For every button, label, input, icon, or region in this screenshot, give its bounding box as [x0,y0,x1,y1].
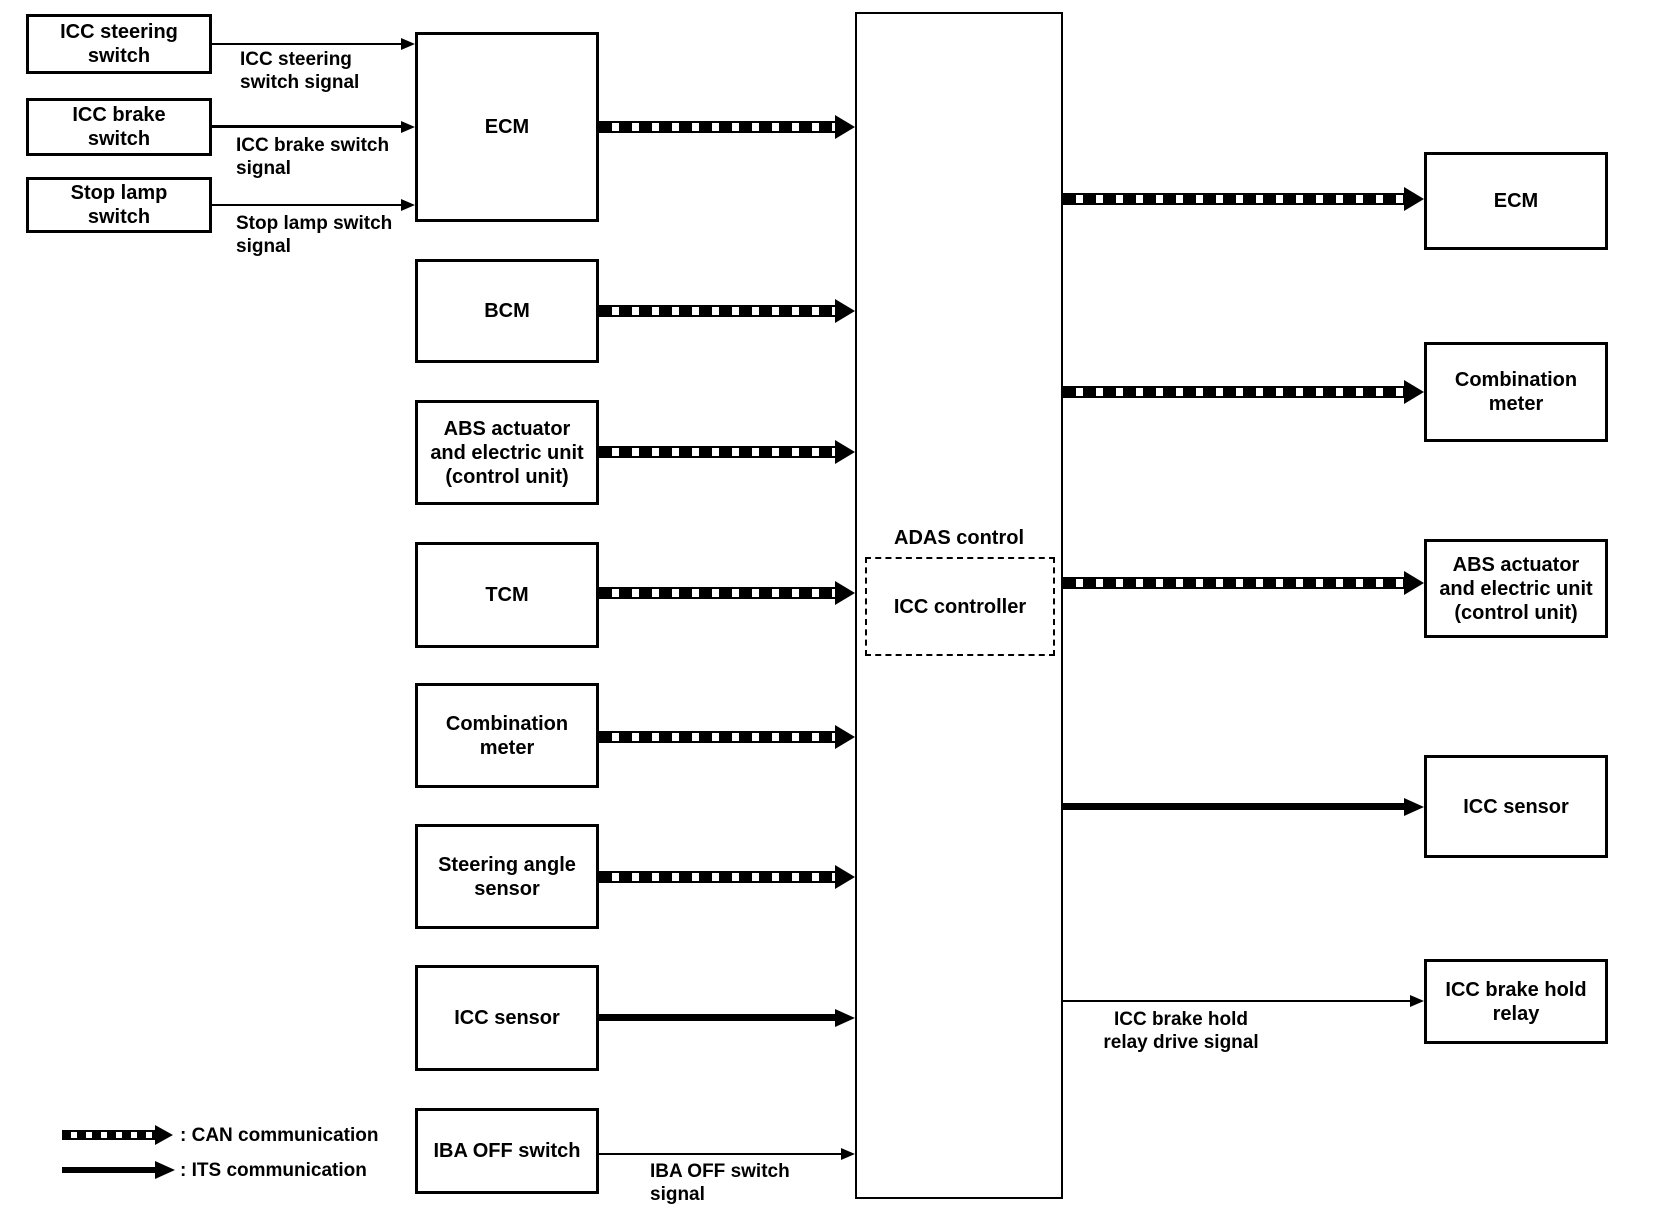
can-arrow-tcm-to-adas-line [599,587,835,599]
label-icc-brake-switch-signal: ICC brake switch signal [236,135,390,179]
box-iba-off-switch: IBA OFF switch [415,1108,599,1194]
legend-can-arrow-head [155,1125,173,1145]
can-arrow-steering-angle-sensor-to-adas-head [835,865,855,889]
can-arrow-adas-to-ecm-line [1063,193,1404,205]
box-icc-brake-hold-relay: ICC brake hold relay [1424,959,1608,1044]
its-arrow-adas-to-icc-sensor-line [1063,803,1404,810]
box-steering-angle-sensor-label: Steering angle sensor [438,853,576,900]
can-arrow-combination-meter-to-adas-line [599,731,835,743]
can-arrow-ecm-to-adas-head [835,115,855,139]
thin-arrow-stop-lamp-switch-line [212,204,403,206]
legend-can-label: : CAN communication [180,1125,379,1146]
can-arrow-abs-to-adas-line [599,446,835,458]
box-abs-actuator-left: ABS actuator and electric unit (control … [415,400,599,505]
box-bcm-label: BCM [484,300,530,322]
box-bcm: BCM [415,259,599,363]
box-icc-sensor-right-label: ICC sensor [1463,795,1569,818]
box-steering-angle-sensor: Steering angle sensor [415,824,599,929]
box-icc-controller-label: ICC controller [893,595,1027,618]
box-tcm-label: TCM [485,584,529,606]
thin-arrow-iba-off-switch-head [841,1148,855,1160]
can-arrow-adas-to-abs-line [1063,577,1404,589]
can-arrow-combination-meter-to-adas-head [835,725,855,749]
box-icc-controller: ICC controller [865,557,1055,656]
can-arrow-tcm-to-adas-head [835,581,855,605]
label-stop-lamp-switch-signal: Stop lamp switch signal [236,213,393,257]
label-iba-off-switch-signal: IBA OFF switch signal [650,1161,790,1205]
can-arrow-adas-to-ecm-head [1404,187,1424,211]
box-combination-meter-right-label: Combination meter [1454,369,1578,415]
box-ecm-right-label: ECM [1493,190,1539,212]
legend-can-arrow-line [62,1130,155,1140]
thin-arrow-icc-steering-switch-line [212,43,403,45]
box-combination-meter-right: Combination meter [1424,342,1608,442]
can-arrow-ecm-to-adas-line [599,121,835,133]
legend-its-arrow-line [62,1167,155,1173]
can-arrow-steering-angle-sensor-to-adas-line [599,871,835,883]
label-icc-brake-hold-relay-drive-signal: ICC brake hold relay drive signal [1103,1009,1259,1053]
legend-its-label: : ITS communication [180,1160,367,1181]
box-icc-brake-switch: ICC brake switch [26,98,212,156]
box-ecm-left: ECM [415,32,599,222]
thin-arrow-icc-brake-switch-head [401,121,415,133]
thin-arrow-icc-steering-switch-head [401,38,415,50]
box-combination-meter-left-label: Combination meter [445,712,569,759]
can-arrow-bcm-to-adas-head [835,299,855,323]
its-arrow-icc-sensor-to-adas-line [599,1014,835,1021]
its-arrow-icc-sensor-to-adas-head [835,1009,855,1027]
label-adas-control: ADAS control [894,527,1024,549]
thin-arrow-icc-brake-switch-line [212,125,403,128]
box-ecm-left-label: ECM [484,116,530,138]
can-arrow-adas-to-combination-meter-line [1063,386,1404,398]
box-iba-off-switch-label: IBA OFF switch [433,1140,581,1162]
can-arrow-adas-to-combination-meter-head [1404,380,1424,404]
thin-arrow-stop-lamp-switch-head [401,199,415,211]
box-icc-steering-switch-label: ICC steering switch [60,21,178,67]
thin-arrow-adas-to-icc-brake-hold-relay-head [1410,995,1424,1007]
can-arrow-bcm-to-adas-line [599,305,835,317]
legend-its-arrow-head [155,1161,175,1179]
label-icc-steering-switch-signal: ICC steering switch signal [240,49,360,93]
box-icc-brake-switch-label: ICC brake switch [72,104,166,150]
box-tcm: TCM [415,542,599,648]
its-arrow-adas-to-icc-sensor-head [1404,798,1424,816]
box-icc-sensor-left: ICC sensor [415,965,599,1071]
box-icc-brake-hold-relay-label: ICC brake hold relay [1445,978,1587,1025]
box-icc-steering-switch: ICC steering switch [26,14,212,74]
box-abs-actuator-left-label: ABS actuator and electric unit (control … [430,417,584,488]
thin-arrow-adas-to-icc-brake-hold-relay-line [1063,1000,1410,1002]
box-icc-sensor-right: ICC sensor [1424,755,1608,858]
box-icc-sensor-left-label: ICC sensor [454,1007,560,1029]
box-ecm-right: ECM [1424,152,1608,250]
can-arrow-abs-to-adas-head [835,440,855,464]
thin-arrow-iba-off-switch-line [598,1153,841,1155]
box-stop-lamp-switch-label: Stop lamp switch [70,182,168,228]
box-abs-actuator-right-label: ABS actuator and electric unit (control … [1439,553,1593,624]
can-arrow-adas-to-abs-head [1404,571,1424,595]
box-stop-lamp-switch: Stop lamp switch [26,177,212,233]
box-abs-actuator-right: ABS actuator and electric unit (control … [1424,539,1608,638]
box-combination-meter-left: Combination meter [415,683,599,788]
